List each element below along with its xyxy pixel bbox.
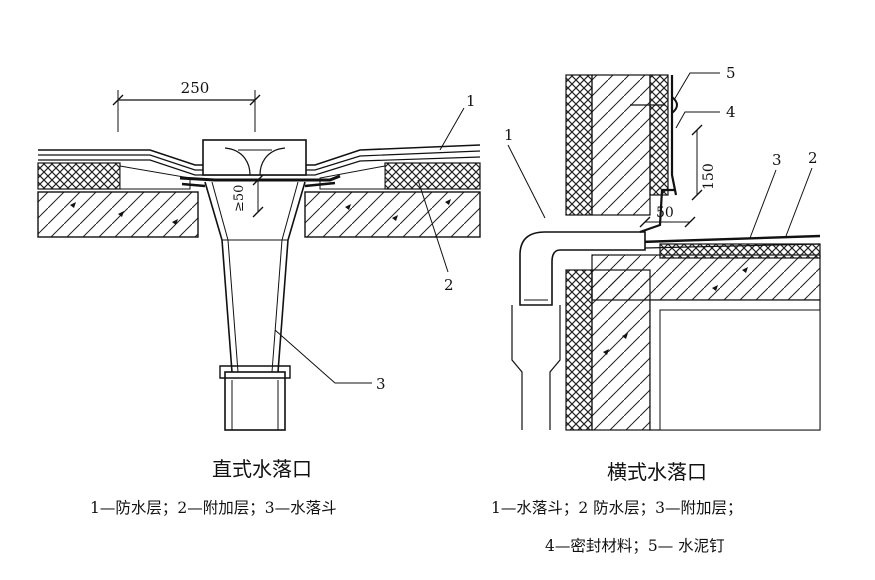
drain-grate <box>202 139 307 176</box>
roof-insulation <box>659 243 821 259</box>
callout-5-right: 5 <box>726 64 736 82</box>
downpipe <box>224 371 286 431</box>
insulation-layer-right <box>384 162 481 190</box>
horizontal-drain-title: 横式水落口 <box>607 460 707 484</box>
dimension-150-label: 150 <box>701 163 717 190</box>
callout-1-left: 1 <box>466 92 476 110</box>
concrete-slab-right <box>304 191 481 238</box>
parapet-insulation-inner <box>649 74 669 196</box>
vertical-drain-figure <box>37 90 481 431</box>
dimension-min50-label: ≥50 <box>232 185 247 212</box>
callout-3-left: 3 <box>376 375 386 393</box>
parapet-insulation-outer <box>565 74 593 216</box>
concrete-slab-left <box>37 191 199 238</box>
horizontal-drain-legend-line2: 4—密封材料；5— 水泥钉 <box>545 537 725 555</box>
callout-2-left: 2 <box>444 276 454 294</box>
callout-2-right: 2 <box>808 149 818 167</box>
roof-slab <box>591 254 821 301</box>
horizontal-drain-legend-line1: 1—水落斗；2 防水层；3—附加层； <box>491 499 743 517</box>
horizontal-drain-figure <box>507 72 821 431</box>
callout-3-right: 3 <box>772 151 782 169</box>
vertical-drain-title: 直式水落口 <box>212 457 312 481</box>
dimension-50-label: 50 <box>656 205 674 221</box>
parapet-wall <box>591 74 651 216</box>
callout-4-right: 4 <box>726 103 736 121</box>
horizontal-drain-hopper <box>519 231 646 306</box>
callout-1-right: 1 <box>504 126 514 144</box>
dimension-250-label: 250 <box>181 79 210 97</box>
vertical-drain-legend: 1—防水层；2—附加层；3—水落斗 <box>90 499 337 517</box>
insulation-layer-left <box>37 162 121 190</box>
